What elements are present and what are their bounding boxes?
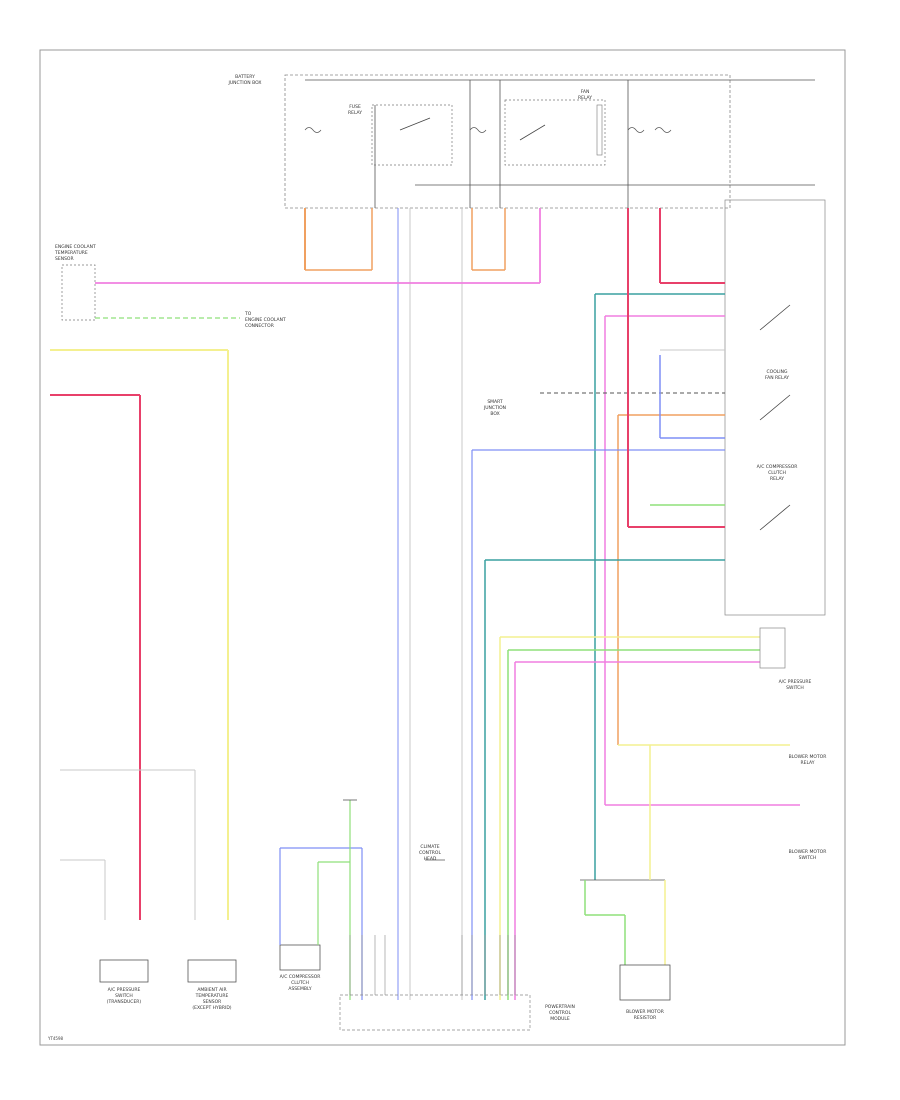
left-relay	[61, 264, 96, 321]
left-connector-ref-label: TO ENGINE COOLANT CONNECTOR	[245, 312, 286, 329]
right-relay-2-label: A/C COMPRESSOR CLUTCH RELAY	[756, 465, 798, 482]
bottom-mid-label: A/C COMPRESSOR CLUTCH ASSEMBLY	[279, 975, 321, 992]
fuse-box-outline	[284, 74, 731, 209]
fuse-relay-label: FUSE RELAY	[347, 105, 363, 116]
blower-motor-resistor	[619, 964, 671, 1001]
mid-ref-label: SMART JUNCTION BOX	[483, 400, 507, 417]
left-sensor-label: ENGINE COOLANT TEMPERATURE SENSOR	[55, 245, 96, 262]
bottom-left-sensor-1-label: A/C PRESSURE SWITCH (TRANSDUCER)	[106, 988, 142, 1005]
right-relay-1-label: COOLING FAN RELAY	[764, 370, 790, 381]
blower-motor-resistor-label: BLOWER MOTOR RESISTOR	[626, 1010, 664, 1021]
mid-ref-2-label: CLIMATE CONTROL HEAD	[419, 845, 441, 862]
page-code: YT4598	[47, 1036, 64, 1041]
ac-pressure-connector	[759, 627, 786, 669]
bottom-left-sensor-1	[99, 959, 149, 983]
page-border	[39, 49, 846, 1046]
fuse-box-label: BATTERY JUNCTION BOX	[228, 75, 262, 86]
pcm-label: POWERTRAIN CONTROL MODULE	[545, 1005, 575, 1022]
bottom-mid-component	[279, 944, 321, 971]
bottom-left-sensor-2	[187, 959, 237, 983]
bottom-left-sensor-2-label: AMBIENT AIR TEMPERATURE SENSOR (EXCEPT H…	[192, 988, 232, 1011]
fuse-relay-box	[371, 104, 453, 166]
fan-relay-box	[504, 99, 606, 166]
fuse-symbols	[304, 127, 672, 133]
fan-relay-label: FAN RELAY	[577, 90, 593, 101]
pcm-outline	[339, 994, 531, 1031]
right-connector-label: A/C PRESSURE SWITCH	[778, 680, 812, 691]
ground-symbols	[343, 799, 445, 861]
pcm-pin-stubs	[349, 935, 516, 995]
right-relay-column	[724, 199, 826, 616]
right-ref-2-label: BLOWER MOTOR SWITCH	[788, 850, 827, 861]
right-ref-1-label: BLOWER MOTOR RELAY	[788, 755, 827, 766]
